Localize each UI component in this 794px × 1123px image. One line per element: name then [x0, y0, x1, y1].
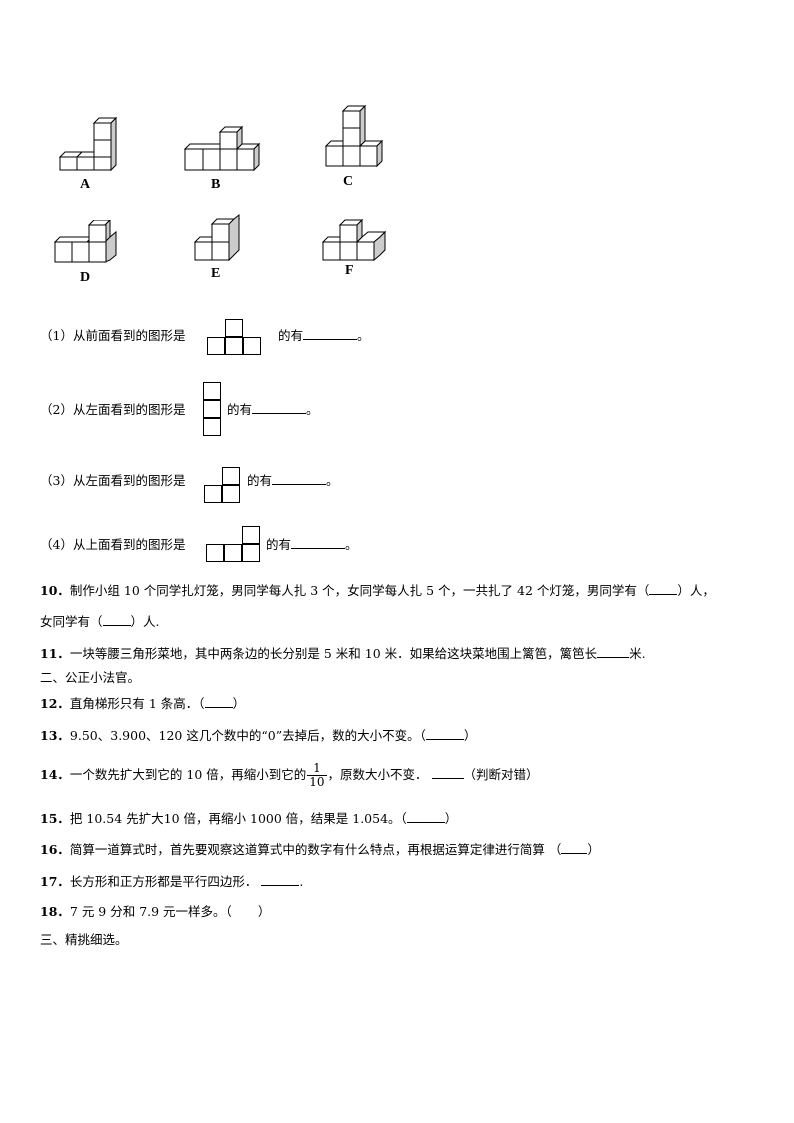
- answer-blank-1[interactable]: [303, 327, 358, 340]
- answer-blank-3[interactable]: [272, 472, 327, 485]
- sub-question-1-end: 。: [357, 328, 370, 343]
- sub-question-3-prefix: （3）从左面看到的图形是: [40, 473, 186, 488]
- question-10-text: 制作小组 10 个同学扎灯笼，男同学每人扎 3 个，女同学每人扎 5 个，一共扎…: [69, 583, 650, 598]
- answer-blank-q15[interactable]: [406, 810, 445, 823]
- answer-blank-q13[interactable]: [425, 727, 464, 740]
- answer-blank-q12[interactable]: [204, 695, 233, 708]
- sub-question-3: （3）从左面看到的图形是: [40, 472, 185, 490]
- sub-question-3-answer: 的有 。: [247, 472, 339, 490]
- question-15-number: 15．: [40, 811, 70, 826]
- question-17-text: 长方形和正方形都是平行四边形．: [69, 874, 258, 889]
- figure-label-f: F: [345, 263, 354, 278]
- question-15-text: 把 10.54 先扩大10 倍，再缩小 1000 倍，结果是 1.054。（: [69, 811, 407, 826]
- question-14-number: 14．: [40, 767, 70, 782]
- sub-question-2-prefix: （2）从左面看到的图形是: [40, 402, 186, 417]
- question-10-end-2: ）人.: [130, 614, 160, 629]
- answer-blank-q14[interactable]: [431, 766, 464, 779]
- sub-question-4: （4）从上面看到的图形是: [40, 536, 185, 554]
- sub-question-4-answer: 的有 。: [266, 536, 358, 554]
- question-13-text: 9.50、3.900、120 这几个数中的“0”去掉后，数的大小不变。（: [69, 728, 426, 743]
- sub-question-1-prefix: （1）从前面看到的图形是: [40, 328, 186, 343]
- cube-figure-e: [193, 213, 241, 262]
- question-17: 17．长方形和正方形都是平行四边形． .: [40, 873, 303, 891]
- question-13-end: ）: [463, 728, 477, 743]
- question-11-text: 一块等腰三角形菜地，其中两条边的长分别是 5 米和 10 米．如果给这块菜地围上…: [69, 646, 598, 661]
- answer-blank-q10-boys[interactable]: [649, 582, 678, 595]
- figure-label-d: D: [80, 270, 91, 285]
- question-11-number: 11．: [40, 646, 70, 661]
- sub-question-1: （1）从前面看到的图形是: [40, 327, 185, 345]
- section-3-heading: 三、精挑细选。: [40, 932, 128, 947]
- question-16-number: 16．: [40, 842, 70, 857]
- figure-label-e: E: [211, 266, 221, 281]
- answer-blank-q17[interactable]: [261, 873, 300, 886]
- question-16: 16．简算一道算式时，首先要观察这道算式中的数字有什么特点，再根据运算定律进行简…: [40, 841, 600, 859]
- question-18-number: 18．: [40, 904, 70, 919]
- question-10-number: 10．: [40, 583, 70, 598]
- sub-question-1-answer: 的有 。: [278, 327, 370, 345]
- sub-question-2-end: 。: [306, 402, 319, 417]
- sub-question-1-suffix: 的有: [278, 328, 304, 343]
- sub-question-3-end: 。: [326, 473, 339, 488]
- question-16-text: 简算一道算式时，首先要观察这道算式中的数字有什么特点，再根据运算定律进行简算 （: [69, 842, 562, 857]
- question-11-end: 米.: [629, 646, 646, 661]
- sub-question-4-prefix: （4）从上面看到的图形是: [40, 537, 186, 552]
- question-13-number: 13．: [40, 728, 70, 743]
- question-18-text: 7 元 9 分和 7.9 元一样多。（: [69, 904, 232, 919]
- sub-question-2: （2）从左面看到的图形是: [40, 401, 185, 419]
- section-2-heading: 二、公正小法官。: [40, 670, 141, 685]
- cube-figure-b: [183, 125, 261, 172]
- cube-figure-c: [324, 104, 384, 168]
- question-10-line-1: 10．制作小组 10 个同学扎灯笼，男同学每人扎 3 个，女同学每人扎 5 个，…: [40, 582, 715, 600]
- fraction-denominator: 10: [309, 775, 325, 789]
- question-10-end-1: ）人，: [677, 583, 715, 598]
- answer-blank-2[interactable]: [252, 401, 307, 414]
- sub-question-2-answer: 的有 。: [227, 401, 319, 419]
- question-15-end: ）: [444, 811, 458, 826]
- fraction-numerator: 1: [307, 762, 327, 776]
- question-18: 18．7 元 9 分和 7.9 元一样多。（ ）: [40, 903, 270, 921]
- sub-question-4-end: 。: [345, 537, 358, 552]
- sub-question-3-suffix: 的有: [247, 473, 273, 488]
- cube-figure-f: [321, 218, 387, 262]
- figure-label-c: C: [343, 174, 354, 189]
- question-17-number: 17．: [40, 874, 70, 889]
- question-12-number: 12．: [40, 696, 70, 711]
- answer-blank-q11[interactable]: [597, 645, 630, 658]
- answer-blank-q16[interactable]: [561, 841, 588, 854]
- question-12-text: 直角梯形只有 1 条高．（: [69, 696, 205, 711]
- question-10-line-2: 女同学有（ ）人.: [40, 613, 160, 631]
- question-18-end: ）: [257, 904, 271, 919]
- question-17-end: .: [299, 874, 304, 889]
- answer-blank-4[interactable]: [291, 536, 346, 549]
- question-14-text-2: ，原数大小不变．: [327, 767, 428, 782]
- question-15: 15．把 10.54 先扩大10 倍，再缩小 1000 倍，结果是 1.054。…: [40, 810, 457, 828]
- sub-question-2-suffix: 的有: [227, 402, 253, 417]
- answer-blank-q10-girls[interactable]: [102, 613, 131, 626]
- question-12-end: ）: [232, 696, 246, 711]
- question-14-text: 一个数先扩大到它的 10 倍，再缩小到它的: [69, 767, 307, 782]
- question-13: 13．9.50、3.900、120 这几个数中的“0”去掉后，数的大小不变。（ ）: [40, 727, 476, 745]
- question-16-end: ）: [587, 842, 600, 857]
- cube-figure-d: [53, 220, 117, 263]
- question-12: 12．直角梯形只有 1 条高．（ ）: [40, 695, 245, 713]
- question-11: 11．一块等腰三角形菜地，其中两条边的长分别是 5 米和 10 米．如果给这块菜…: [40, 645, 646, 663]
- figure-label-a: A: [80, 177, 91, 192]
- question-14-end: （判断对错）: [463, 767, 539, 782]
- cube-figure-a: [58, 116, 118, 172]
- sub-question-4-suffix: 的有: [266, 537, 292, 552]
- question-10-text-2: 女同学有（: [40, 614, 103, 629]
- figure-label-b: B: [211, 177, 221, 192]
